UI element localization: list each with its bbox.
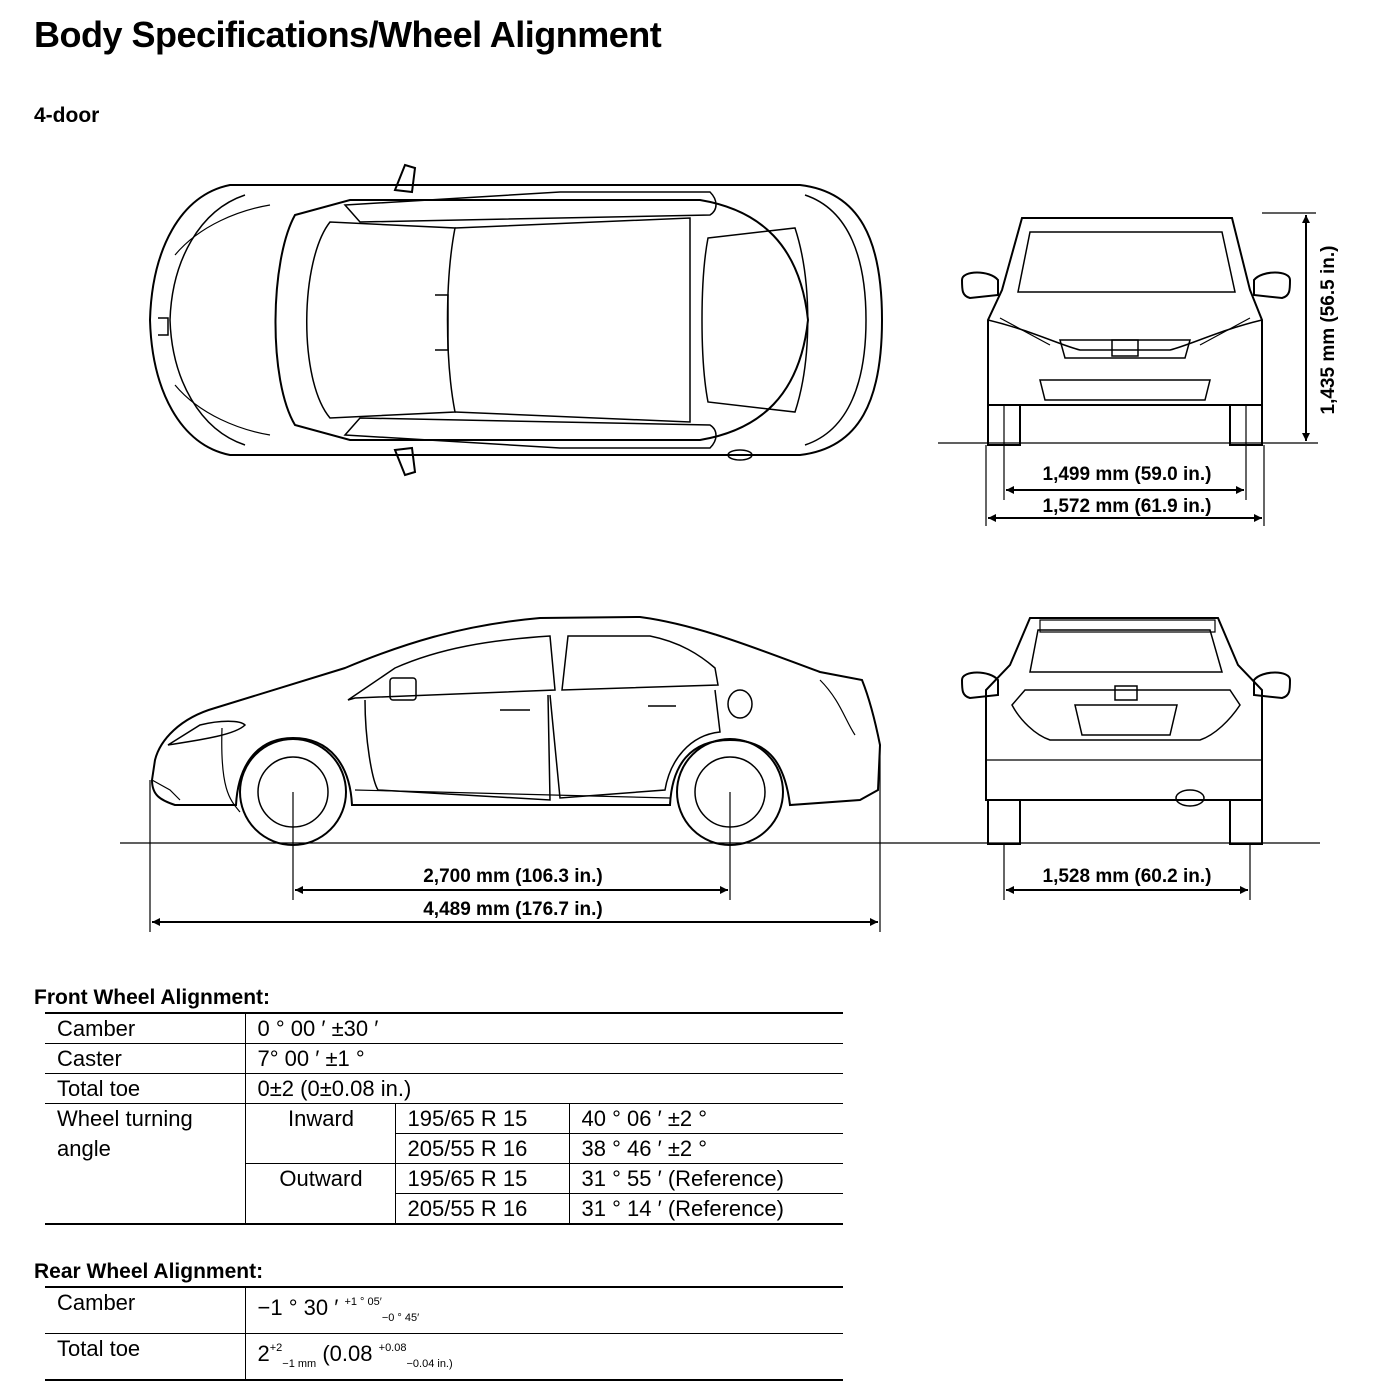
tire-size: 195/65 R 15	[394, 1163, 569, 1194]
body-style-label: 4-door	[34, 104, 100, 127]
rear-tread-dim-label: 1,528 mm (60.2 in.)	[1043, 866, 1212, 887]
toe-label: Total toe	[45, 1073, 245, 1104]
outward-angle: 31 ° 14 ′ (Reference)	[568, 1193, 843, 1225]
rear-alignment-table: Camber −1 ° 30 ′ +1 ° 05′−0 ° 45′ Total …	[45, 1286, 843, 1381]
camber-value: 0 ° 00 ′ ±30 ′	[244, 1012, 843, 1044]
caster-value: 7° 00 ′ ±1 °	[244, 1043, 843, 1074]
rear-alignment-heading: Rear Wheel Alignment:	[34, 1260, 264, 1283]
table-row: Camber −1 ° 30 ′ +1 ° 05′−0 ° 45′	[45, 1286, 843, 1334]
tire-size: 205/55 R 16	[394, 1193, 569, 1225]
outward-label: Outward	[244, 1163, 395, 1225]
rear-view-drawing	[960, 617, 1292, 845]
toe-value: 0±2 (0±0.08 in.)	[244, 1073, 843, 1104]
inward-label: Inward	[244, 1103, 395, 1164]
table-row: Caster 7° 00 ′ ±1 °	[45, 1043, 843, 1074]
table-row: 205/55 R 16 38 ° 46 ′ ±2 °	[45, 1133, 843, 1164]
tire-size: 195/65 R 15	[394, 1103, 569, 1134]
wheelbase-dim-label: 2,700 mm (106.3 in.)	[423, 866, 603, 887]
rear-toe-value: 2+2−1 mm (0.08 +0.08−0.04 in.)	[244, 1333, 843, 1381]
inward-angle: 40 ° 06 ′ ±2 °	[568, 1103, 843, 1134]
page-title: Body Specifications/Wheel Alignment	[34, 14, 662, 55]
vehicle-drawings: 1,435 mm (56.5 in.) 1,499 mm (59.0 in.) …	[120, 163, 1339, 932]
table-row: 205/55 R 16 31 ° 14 ′ (Reference)	[45, 1193, 843, 1225]
caster-label: Caster	[45, 1043, 245, 1074]
inward-angle: 38 ° 46 ′ ±2 °	[568, 1133, 843, 1164]
top-view-drawing	[148, 163, 884, 477]
rear-camber-value: −1 ° 30 ′ +1 ° 05′−0 ° 45′	[244, 1286, 843, 1334]
rear-toe-label: Total toe	[45, 1333, 245, 1381]
length-dim-label: 4,489 mm (176.7 in.)	[423, 899, 603, 920]
table-row: Total toe 0±2 (0±0.08 in.)	[45, 1073, 843, 1104]
camber-label: Camber	[45, 1012, 245, 1044]
width-dim-label: 1,572 mm (61.9 in.)	[1043, 496, 1212, 517]
front-alignment-heading: Front Wheel Alignment:	[34, 986, 271, 1009]
outward-angle: 31 ° 55 ′ (Reference)	[568, 1163, 843, 1194]
table-row: Outward 195/65 R 15 31 ° 55 ′ (Reference…	[45, 1163, 843, 1225]
front-tread-dim-label: 1,499 mm (59.0 in.)	[1043, 464, 1212, 485]
table-row: Camber 0 ° 00 ′ ±30 ′	[45, 1012, 843, 1044]
side-view-drawing	[150, 615, 882, 846]
tire-size: 205/55 R 16	[394, 1133, 569, 1164]
rear-camber-label: Camber	[45, 1286, 245, 1334]
table-row: Total toe 2+2−1 mm (0.08 +0.08−0.04 in.)	[45, 1333, 843, 1381]
height-dim-label: 1,435 mm (56.5 in.)	[1318, 246, 1339, 415]
front-alignment-table: Camber 0 ° 00 ′ ±30 ′ Caster 7° 00 ′ ±1 …	[45, 1012, 843, 1225]
front-view-drawing	[960, 217, 1292, 446]
